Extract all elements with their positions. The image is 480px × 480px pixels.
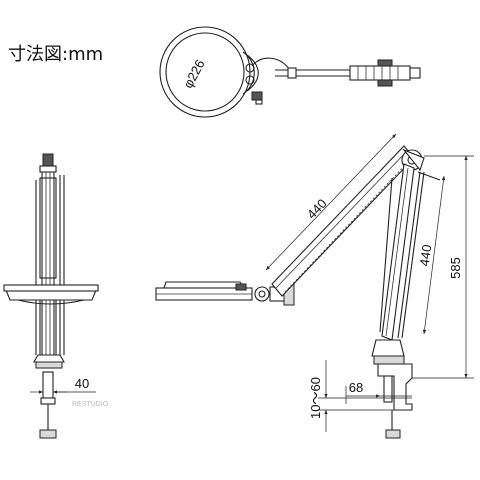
lens-outer-ring [159,26,251,118]
side-spring-upper [39,177,57,279]
elevation-view: 440 440 [155,133,474,439]
clamp-width-label: 40 [75,376,89,391]
upper-arm-label: 440 [304,196,330,222]
lower-arm-label: 440 [417,244,435,268]
lens-inner-ring [165,32,245,112]
lower-arm [379,163,441,341]
clamp-depth-label: 68 [349,380,363,395]
side-view: 40 RESTUDIO [3,153,109,439]
clamp-range-label: 10〜60 [308,377,323,419]
clamp [377,363,413,439]
watermark: RESTUDIO [72,401,109,408]
total-height-label: 585 [448,257,463,279]
drawing-title: 寸法図:mm [8,44,104,65]
top-view: φ226 [159,26,421,118]
